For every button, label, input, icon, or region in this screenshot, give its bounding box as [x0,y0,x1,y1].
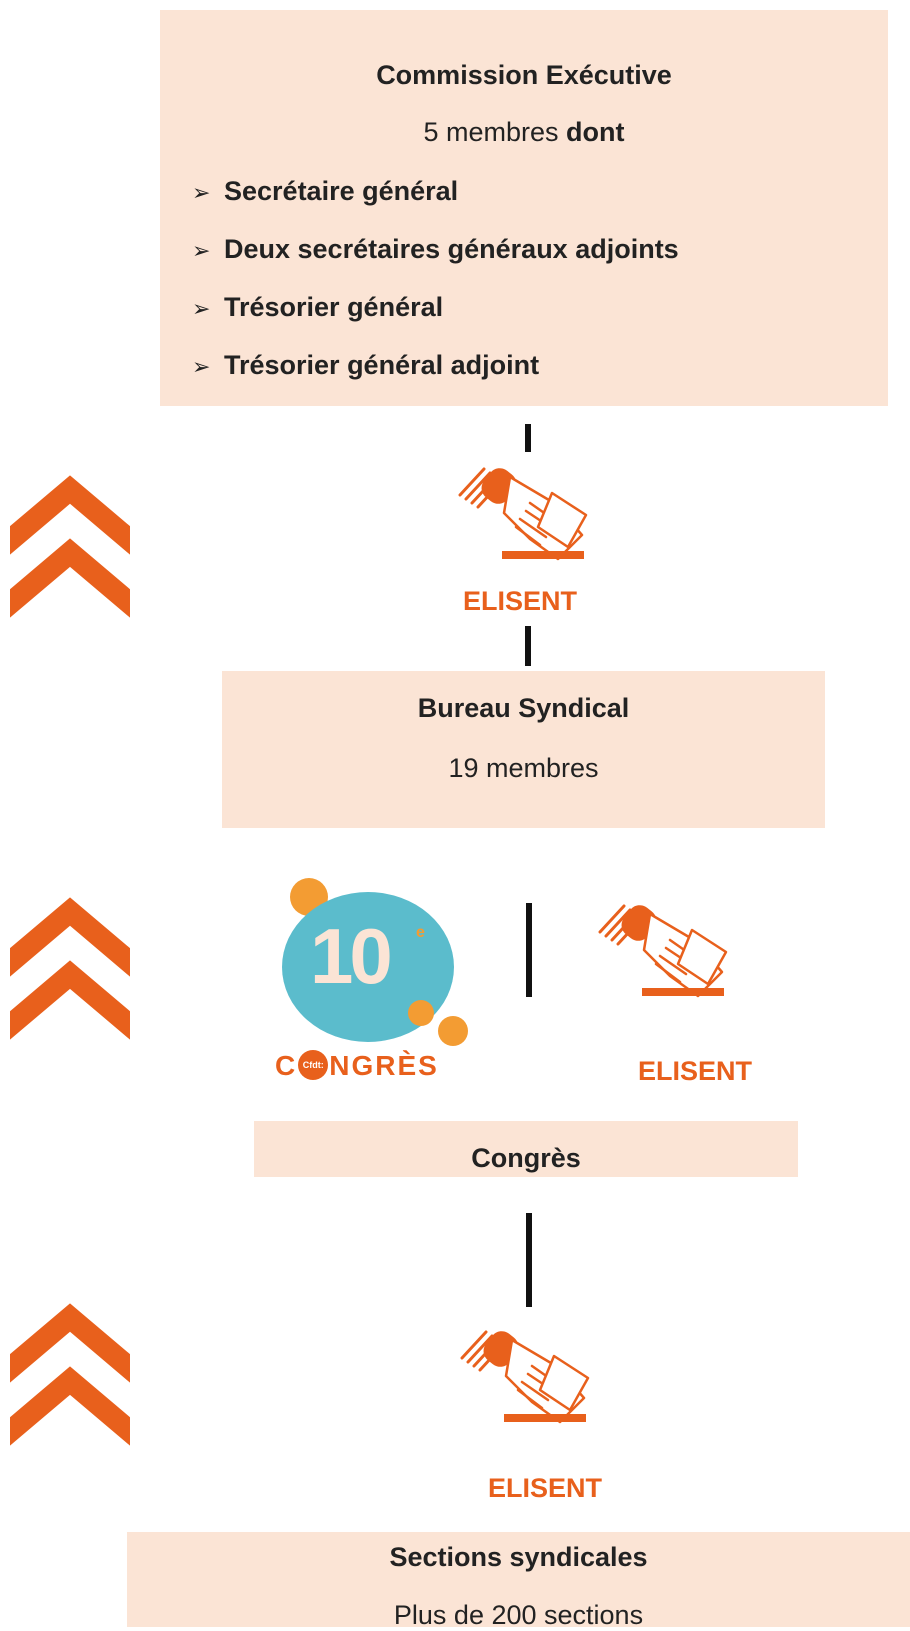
list-item-label: Secrétaire général [224,176,459,206]
chevron-up-icon [10,475,130,618]
logo-suffix: e [416,924,425,941]
list-item: ➢ Deux secrétaires généraux adjoints [192,232,679,290]
logo-dot-2 [438,1016,468,1046]
congres-box: Congrès [254,1121,798,1177]
sections-title: Sections syndicales [389,1542,648,1572]
sections-subtitle: Plus de 200 sections [393,1600,644,1630]
ballot-vote-icon [598,892,728,1002]
connector-line [526,903,532,997]
commission-dont: dont [566,117,625,147]
elisent-label: ELISENT [487,1473,602,1503]
bureau-subtitle: 19 membres [448,753,599,783]
bullet-arrow-icon: ➢ [192,354,211,379]
commission-count: 5 membres [423,117,559,147]
logo-cfdt-badge: Cfdt: [298,1050,329,1080]
list-item: ➢ Trésorier général [192,290,679,348]
sections-syndicales-box: Sections syndicales Plus de 200 sections [127,1532,910,1630]
commission-subtitle: 5 membres dont [160,117,888,148]
connector-line [526,1213,532,1307]
bureau-title: Bureau Syndical [417,693,630,723]
chevron-up-icon [10,897,130,1040]
list-item-label: Trésorier général [224,292,444,322]
connector-line [525,626,531,666]
logo-number: 10 [310,912,393,1000]
commission-member-list: ➢ Secrétaire général ➢ Deux secrétaires gé… [192,174,679,406]
elisent-label: ELISENT [637,1056,752,1086]
ballot-vote-icon [460,1318,590,1428]
connector-line [525,424,531,452]
ballot-vote-icon [458,455,588,565]
bullet-arrow-icon: ➢ [192,296,211,321]
bullet-arrow-icon: ➢ [192,238,211,263]
list-item-label: Trésorier général adjoint [224,350,540,380]
congres-title: Congrès [471,1143,581,1173]
bureau-syndical-box: Bureau Syndical 19 membres [222,671,825,828]
chevron-up-icon [10,1303,130,1446]
commission-title: Commission Exécutive [376,60,672,90]
list-item: ➢ Trésorier général adjoint [192,348,679,406]
commission-executive-box: Commission Exécutive 5 membres dont ➢ Sec… [160,10,888,406]
elisent-label: ELISENT [462,586,577,616]
bullet-arrow-icon: ➢ [192,180,211,205]
logo-dot-1 [408,1000,434,1026]
list-item-label: Deux secrétaires généraux adjoints [224,234,679,264]
list-item: ➢ Secrétaire général [192,174,679,232]
